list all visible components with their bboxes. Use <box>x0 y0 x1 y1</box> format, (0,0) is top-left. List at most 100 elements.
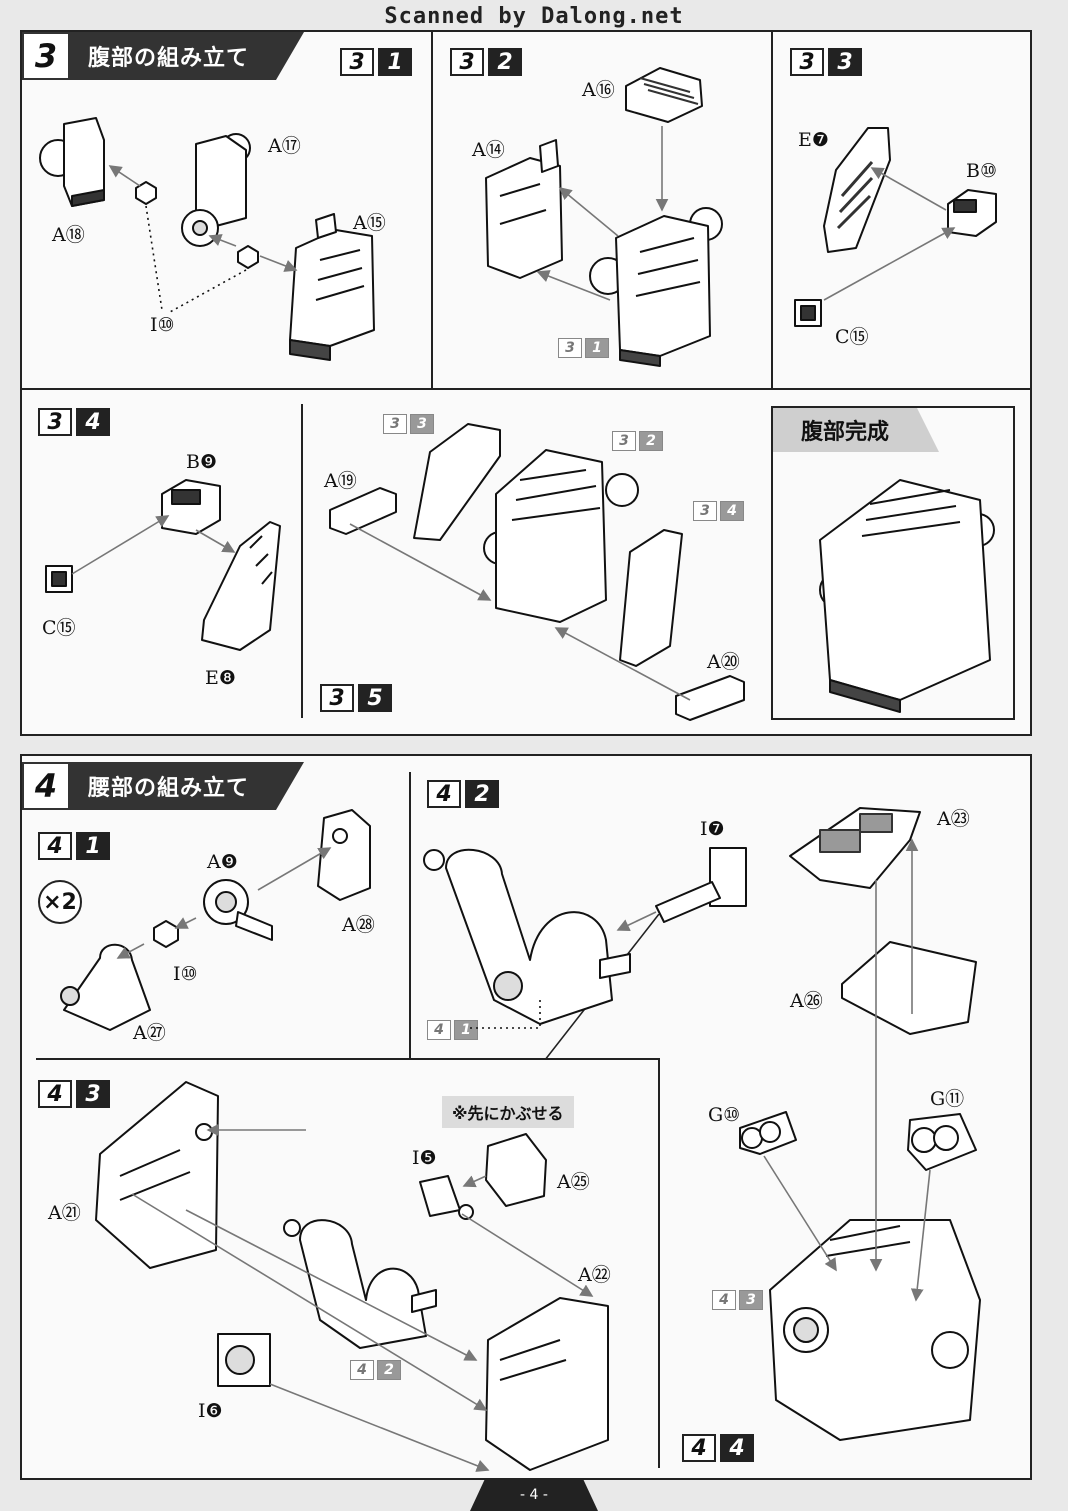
section-4-hdivider <box>36 1058 658 1060</box>
ref-major: 3 <box>693 501 717 521</box>
label-b9: B❾ <box>186 451 217 473</box>
part-g11-cap <box>907 1113 977 1171</box>
label-i5: I❺ <box>412 1147 437 1169</box>
section-4-header: 4 腰部の組み立て <box>22 762 304 810</box>
part-c15-cap <box>794 299 822 327</box>
part-i10-nut-s4 <box>153 920 179 948</box>
part-g10-cap <box>739 1111 797 1155</box>
step-3-5-minor: 5 <box>358 684 392 712</box>
part-4-2-ref-arm <box>283 1219 437 1349</box>
step-3-1-minor: 1 <box>378 48 412 76</box>
part-e7-plate <box>823 127 891 253</box>
ref-4-3-in-step-4-4: 4 3 <box>712 1290 763 1310</box>
step-4-1-badge: 4 1 <box>38 832 110 860</box>
section-4-title: 腰部の組み立て <box>88 776 250 801</box>
step-3-4-badge: 3 4 <box>38 408 110 436</box>
part-3-2-ref-body <box>483 449 639 623</box>
part-a16-block <box>625 67 703 123</box>
section-3-hdivider <box>20 388 1032 390</box>
step-3-4-minor: 4 <box>76 408 110 436</box>
section-3-vdivider-2 <box>771 30 773 388</box>
part-i7-pin <box>655 847 747 923</box>
step-4-3-major: 4 <box>38 1080 72 1108</box>
part-4-4-waist-assembly <box>769 1219 981 1441</box>
part-3-1-assembly-ref <box>589 207 723 367</box>
label-a9: A❾ <box>207 851 238 873</box>
ref-4-2-in-step-4-3: 4 2 <box>350 1360 401 1380</box>
quantity-x2-badge: ×2 <box>38 880 82 924</box>
step-3-1-badge: 3 1 <box>340 48 412 76</box>
step-3-3-badge: 3 3 <box>790 48 862 76</box>
page-number: - 4 - <box>470 1478 598 1511</box>
step-4-2-badge: 4 2 <box>427 780 499 808</box>
part-a14-frame <box>485 139 563 279</box>
scan-watermark: Scanned by Dalong.net <box>384 4 684 29</box>
section-3-vdivider-3 <box>301 404 303 718</box>
ref-3-1-in-step-3-2: 3 1 <box>558 338 609 358</box>
label-a22: A㉒ <box>578 1264 611 1286</box>
step-3-5-major: 3 <box>320 684 354 712</box>
ref-4-1-in-step-4-2: 4 1 <box>427 1020 478 1040</box>
part-a15-panel <box>289 213 375 361</box>
step-4-1-major: 4 <box>38 832 72 860</box>
label-b10: B⑩ <box>966 160 997 182</box>
ref-minor: 1 <box>454 1020 478 1040</box>
part-3-4-ref <box>619 529 683 667</box>
step-3-5-badge: 3 5 <box>320 684 392 712</box>
label-a18: A⑱ <box>52 224 85 246</box>
step-4-2-major: 4 <box>427 780 461 808</box>
part-a20-hinge <box>675 675 745 721</box>
step-3-2-badge: 3 2 <box>450 48 522 76</box>
part-a17-joint <box>181 133 251 247</box>
part-a25-clip <box>485 1133 547 1207</box>
step-3-4-major: 3 <box>38 408 72 436</box>
part-a22-frame <box>485 1297 609 1471</box>
label-c15b: C⑮ <box>42 617 76 639</box>
ref-major: 4 <box>427 1020 451 1040</box>
section-3-header: 3 腹部の組み立て <box>22 32 304 80</box>
step-3-3-minor: 3 <box>828 48 862 76</box>
part-i5-cylinder <box>419 1175 474 1220</box>
part-a27-arm <box>60 943 151 1031</box>
part-b10-block <box>947 189 997 237</box>
step-4-3-minor: 3 <box>76 1080 110 1108</box>
part-3-3-ref <box>413 423 501 541</box>
ref-major: 3 <box>558 338 582 358</box>
ref-major: 4 <box>350 1360 374 1380</box>
part-i10-nut-b <box>237 245 259 269</box>
abdomen-complete-label: 腹部完成 <box>773 408 939 452</box>
label-a20: A⑳ <box>707 651 740 673</box>
section-3-title: 腹部の組み立て <box>88 46 250 71</box>
ref-minor: 4 <box>720 501 744 521</box>
label-a16: A⑯ <box>582 79 615 101</box>
part-a21-frame <box>95 1081 219 1269</box>
part-b9-block <box>161 479 221 535</box>
label-i6: I❻ <box>198 1400 223 1422</box>
label-i10-s4: I⑩ <box>173 963 198 985</box>
step-4-3-badge: 4 3 <box>38 1080 110 1108</box>
ref-minor: 1 <box>585 338 609 358</box>
label-c15: C⑮ <box>835 326 869 348</box>
step-3-1-major: 3 <box>340 48 374 76</box>
part-c15b-cap <box>45 565 73 593</box>
fit-first-note: ※先にかぶせる <box>442 1096 574 1128</box>
label-a26: A㉖ <box>790 990 823 1012</box>
part-i6-block <box>217 1333 271 1387</box>
label-a17: A⑰ <box>268 135 301 157</box>
part-a23-cover <box>789 807 921 889</box>
ref-major: 3 <box>383 414 407 434</box>
label-i10: I⑩ <box>150 314 175 336</box>
section-4-vdivider-1 <box>409 772 411 1058</box>
step-4-4-major: 4 <box>682 1434 716 1462</box>
label-a23: A㉓ <box>937 808 970 830</box>
step-4-4-minor: 4 <box>720 1434 754 1462</box>
label-a25: A㉕ <box>557 1171 590 1193</box>
label-a28: A㉘ <box>342 914 375 936</box>
section-3-vdivider-1 <box>431 30 433 388</box>
step-4-2-minor: 2 <box>465 780 499 808</box>
section-3-number: 3 <box>22 32 70 80</box>
label-g11: G⑪ <box>930 1088 965 1110</box>
label-e7: E❼ <box>798 129 829 151</box>
ref-minor: 3 <box>739 1290 763 1310</box>
